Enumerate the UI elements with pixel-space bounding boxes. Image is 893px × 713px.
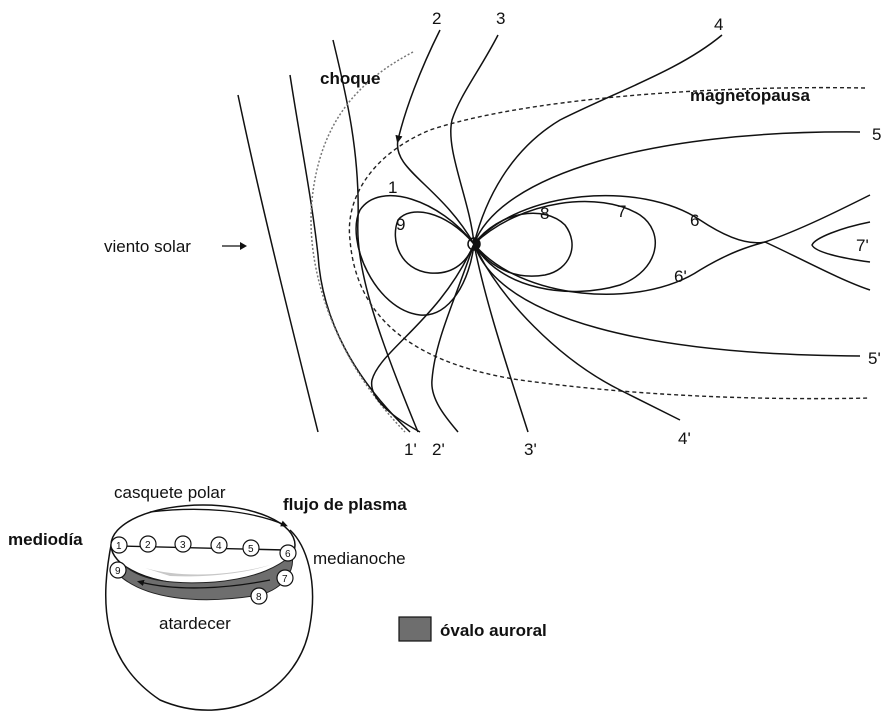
label-6: 6 [690,211,699,230]
marker-5-label: 5 [248,544,254,555]
field-line-6 [474,195,870,244]
solar-wind-arrow-icon [222,242,247,250]
solar-wind-line [238,95,318,432]
medianoche-label: medianoche [313,549,406,568]
bow-shock [311,52,413,432]
atardecer-label: atardecer [159,614,231,633]
casquete-polar-label: casquete polar [114,483,226,502]
solar-wind-lines [238,40,418,432]
field-line-3 [451,35,498,244]
label-1: 1 [388,178,397,197]
flujo-de-plasma-label: flujo de plasma [283,495,407,514]
magnetopause [349,88,870,399]
label-2p: 2' [432,440,445,459]
marker-9-label: 9 [115,566,121,577]
label-7p: 7' [856,236,869,255]
label-3p: 3' [524,440,537,459]
legend: óvalo auroral [399,617,547,641]
auroral-oval-light [145,565,270,576]
label-3: 3 [496,9,505,28]
label-2: 2 [432,9,441,28]
label-6p: 6' [674,267,687,286]
field-line-4 [474,35,722,244]
field-line-7 [474,202,655,292]
mediodia-label: mediodía [8,530,83,549]
field-line-2 [397,30,474,244]
label-7: 7 [617,202,626,221]
field-line-1 [356,196,474,315]
ovalo-auroral-label: óvalo auroral [440,621,547,640]
marker-1-label: 1 [116,541,122,552]
label-5: 5 [872,125,881,144]
polar-cap-diagram: 1 2 3 4 5 6 7 8 9 [106,505,313,710]
marker-8-label: 8 [256,592,262,603]
solar-wind-line [290,75,410,432]
viento-solar-label: viento solar [104,237,191,256]
marker-6-label: 6 [285,549,291,560]
marker-7-label: 7 [282,574,288,585]
label-8: 8 [540,204,549,223]
legend-swatch [399,617,431,641]
label-4p: 4' [678,429,691,448]
marker-2-label: 2 [145,540,151,551]
magnetopausa-label: magnetopausa [690,86,811,105]
label-5p: 5' [868,349,881,368]
label-4: 4 [714,15,723,34]
plasma-flow-upper [150,509,285,525]
field-line-8 [474,213,572,276]
marker-4-label: 4 [216,541,222,552]
field-line-9 [395,212,474,273]
choque-label: choque [320,69,380,88]
label-9: 9 [396,215,405,234]
label-1p: 1' [404,440,417,459]
magnetopause-line [349,88,870,399]
marker-3-label: 3 [180,540,186,551]
field-line-5p [474,244,860,356]
